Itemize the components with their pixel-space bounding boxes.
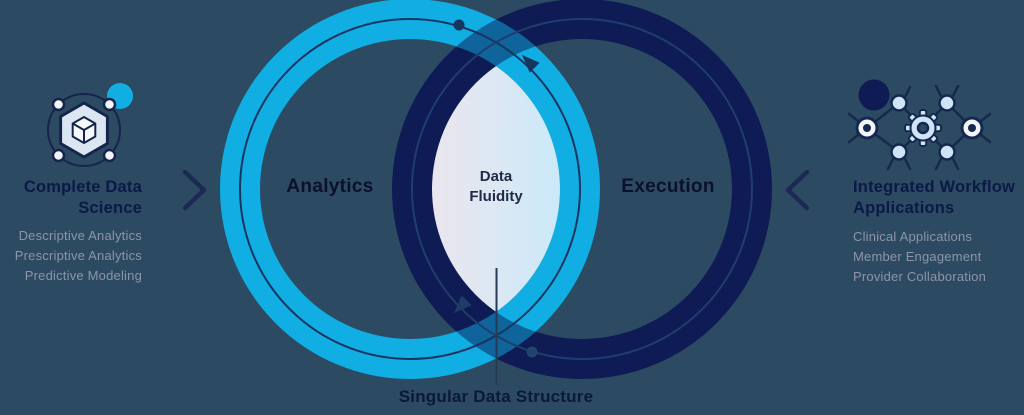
list-item: Provider Collaboration: [853, 269, 987, 284]
right-panel-heading: Integrated Workflow Applications: [853, 178, 1016, 217]
list-item: Clinical Applications: [853, 229, 973, 244]
flow-arrow-down-icon: [453, 295, 472, 314]
analytics-orbit-line: [239, 18, 581, 360]
list-item: Member Engagement: [853, 249, 982, 264]
overlap-label: Data Fluidity: [469, 168, 523, 205]
left-chevron-icon: [182, 169, 207, 211]
list-item: Prescriptive Analytics: [14, 248, 142, 263]
accent-dot-navy: [858, 79, 890, 111]
analytics-circle-label: Analytics: [286, 176, 374, 197]
execution-circle-label: Execution: [621, 176, 715, 197]
target-circle-left: [855, 116, 879, 140]
orbit-nodes: [51, 97, 117, 163]
hexagon-cube-orbit-icon: [47, 83, 133, 167]
list-item: Descriptive Analytics: [18, 228, 142, 243]
gear-icon: [904, 109, 942, 147]
overlap-lens: [431, 66, 561, 312]
orbit-circle: [47, 93, 121, 167]
execution-orbit-line: [411, 18, 753, 360]
target-circle-right: [960, 116, 984, 140]
left-panel-items: Descriptive Analytics Prescriptive Analy…: [0, 226, 142, 286]
gear-network-icon: [847, 79, 992, 171]
flow-arrow-up-icon: [521, 54, 540, 73]
left-panel-heading: Complete Data Science: [23, 178, 142, 217]
callout-label: Singular Data Structure: [398, 387, 594, 406]
cube-icon: [59, 101, 109, 159]
right-chevron-icon: [785, 169, 810, 211]
node-circles: [890, 94, 956, 161]
orbit-dot-bottom: [526, 346, 538, 358]
right-panel-items: Clinical Applications Member Engagement …: [853, 227, 1024, 287]
orbit-dot-top: [453, 19, 465, 31]
list-item: Predictive Modeling: [24, 268, 142, 283]
